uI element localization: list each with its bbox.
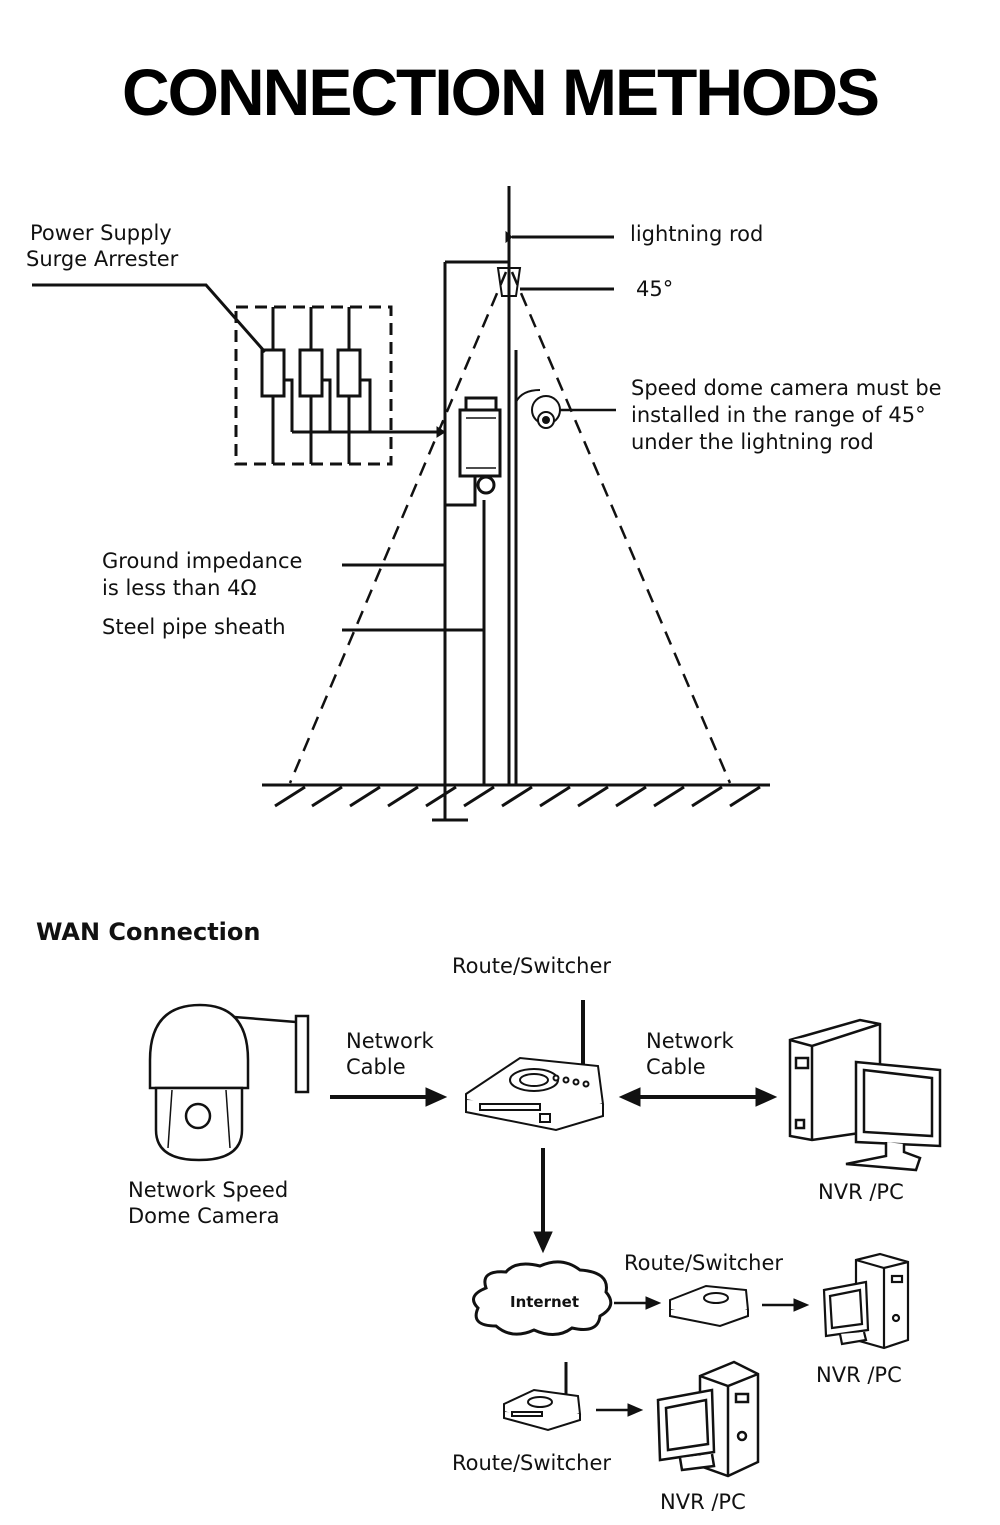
nvr-pc-mid-icon <box>822 1252 910 1350</box>
cable-right-label-line1: Network <box>646 1029 734 1053</box>
router-mid-label: Route/Switcher <box>624 1251 784 1275</box>
page-title: CONNECTION METHODS <box>122 55 880 129</box>
cable-arrow-left <box>330 1087 448 1107</box>
wan-section-title: WAN Connection <box>36 918 261 946</box>
lightning-rod <box>443 186 522 820</box>
leader-lines <box>32 230 614 632</box>
ground <box>262 783 770 822</box>
ground-impedance-line1: Ground impedance <box>102 549 303 573</box>
cable-right-label-line2: Cable <box>646 1055 706 1079</box>
router-main-icon <box>465 1000 605 1132</box>
camera-note-line1: Speed dome camera must be <box>631 376 942 400</box>
junction-box <box>445 396 502 507</box>
nvr-pc-bottom-icon <box>656 1360 760 1478</box>
nvr-bottom-label: NVR /PC <box>660 1490 746 1514</box>
camera-note-line3: under the lightning rod <box>631 430 874 454</box>
lightning-rod-label: lightning rod <box>630 222 764 246</box>
nvr-pc-top-icon <box>788 1018 942 1172</box>
internet-label: Internet <box>510 1293 580 1311</box>
camera-note-line2: installed in the range of 45° <box>631 403 926 427</box>
surge-arrester-label-line1: Power Supply <box>30 221 172 245</box>
camera-label-line2: Dome Camera <box>128 1204 280 1228</box>
cable-left-label-line2: Cable <box>346 1055 406 1079</box>
steel-pipe-label: Steel pipe sheath <box>102 615 286 639</box>
router-top-label: Route/Switcher <box>452 954 612 978</box>
router-mid-arrow <box>762 1298 810 1312</box>
nvr-top-label: NVR /PC <box>818 1180 904 1204</box>
nvr-mid-label: NVR /PC <box>816 1363 902 1387</box>
network-speed-dome-camera-icon <box>148 1003 310 1162</box>
cable-arrow-down <box>533 1148 553 1254</box>
internet-arrow <box>614 1296 662 1310</box>
speed-dome-camera-icon <box>515 389 616 429</box>
angle-label: 45° <box>636 277 674 301</box>
ground-impedance-line2: is less than 4Ω <box>102 576 257 600</box>
router-mid-icon <box>669 1284 750 1328</box>
surge-arrester <box>234 305 445 466</box>
router-bottom-icon <box>503 1362 582 1432</box>
internet-cloud-icon <box>472 1260 613 1336</box>
protection-cone <box>288 271 732 784</box>
camera-label-line1: Network Speed <box>128 1178 289 1202</box>
surge-arrester-label-line2: Surge Arrester <box>26 247 179 271</box>
router-bottom-label: Route/Switcher <box>452 1451 612 1475</box>
cable-arrow-right <box>618 1087 778 1107</box>
router-bottom-arrow <box>596 1403 644 1417</box>
cable-left-label-line1: Network <box>346 1029 434 1053</box>
